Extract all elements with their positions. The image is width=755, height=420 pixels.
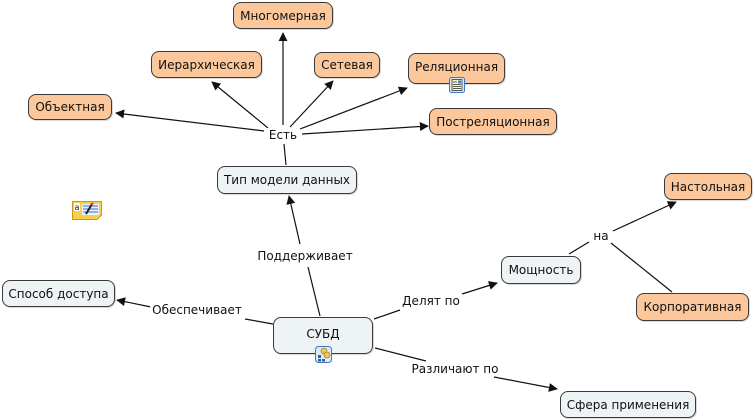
node-scope[interactable]: Сфера применения xyxy=(560,391,696,418)
node-dbms[interactable]: СУБД xyxy=(273,317,373,354)
edge-est-object xyxy=(115,109,265,132)
edge-dbms-divide xyxy=(373,309,401,320)
node-label: Корпоративная xyxy=(643,300,742,314)
edge-datamodel-est xyxy=(283,143,287,166)
edge-est-postrel xyxy=(301,122,429,135)
edge-dbms-provides xyxy=(244,318,274,325)
link-phrase-distinguish[interactable]: Различают по xyxy=(409,362,501,376)
node-label: Объектная xyxy=(35,100,105,114)
node-label: Способ доступа xyxy=(8,286,109,301)
node-label: Настольная xyxy=(670,179,746,194)
document-icon[interactable] xyxy=(449,77,465,93)
node-label: Сфера применения xyxy=(566,397,690,412)
node-object[interactable]: Объектная xyxy=(28,94,112,120)
submap-icon[interactable] xyxy=(315,346,332,363)
edge-supports-datamodel xyxy=(286,195,301,245)
annotation-note-icon[interactable]: a xyxy=(72,201,102,220)
node-label: Сетевая xyxy=(321,58,373,72)
node-desktop[interactable]: Настольная xyxy=(664,173,752,200)
link-phrase-na[interactable]: на xyxy=(591,229,611,243)
edge-dbms-distinguish xyxy=(374,347,427,362)
edge-na-corporate xyxy=(610,242,673,293)
link-phrase-divide[interactable]: Делят по xyxy=(400,294,462,308)
node-power[interactable]: Мощность xyxy=(501,256,581,284)
node-postrelational[interactable]: Постреляционная xyxy=(429,108,557,135)
edge-dbms-supports xyxy=(307,266,321,317)
node-label: Реляционная xyxy=(414,59,499,74)
node-data-model-type[interactable]: Тип модели данных xyxy=(217,166,357,194)
node-label: Мощность xyxy=(508,263,574,277)
node-network[interactable]: Сетевая xyxy=(314,52,380,78)
link-phrase-provides[interactable]: Обеспечивает xyxy=(150,303,244,317)
edge-power-na xyxy=(568,241,590,255)
node-corporate[interactable]: Корпоративная xyxy=(636,293,749,321)
node-label: Иерархическая xyxy=(158,57,255,72)
edge-na-desktop xyxy=(612,201,677,232)
node-hierarchical[interactable]: Иерархическая xyxy=(151,51,262,78)
node-label: Многомерная xyxy=(240,8,326,23)
edge-distinguish-scope xyxy=(493,376,558,392)
link-phrase-est[interactable]: Есть xyxy=(266,128,300,142)
edge-est-network xyxy=(289,80,334,128)
node-label: Постреляционная xyxy=(436,114,550,129)
node-label: Тип модели данных xyxy=(223,173,351,187)
svg-text:a: a xyxy=(75,203,80,212)
node-label: СУБД xyxy=(306,326,340,341)
link-phrase-supports[interactable]: Поддерживает xyxy=(255,249,355,263)
edge-est-hier xyxy=(211,81,269,129)
node-access-method[interactable]: Способ доступа xyxy=(2,280,115,307)
node-multidim[interactable]: Многомерная xyxy=(233,2,333,29)
edge-divide-power xyxy=(461,281,498,295)
edge-est-relational xyxy=(299,86,408,130)
edge-provides-access xyxy=(116,297,152,308)
